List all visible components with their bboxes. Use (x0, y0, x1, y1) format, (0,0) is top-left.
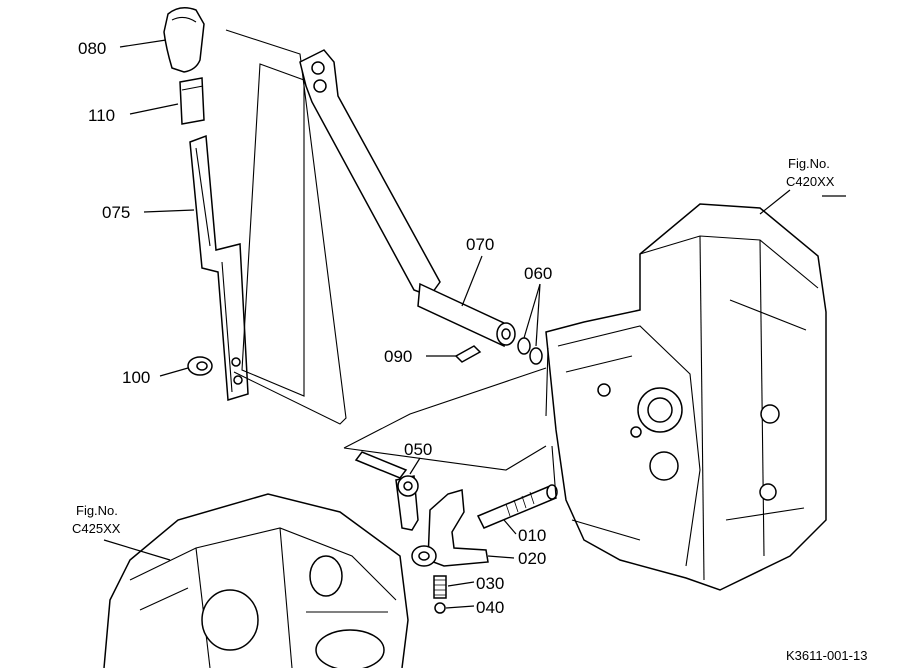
part-label-100: 100 (122, 368, 150, 387)
part-label-090: 090 (384, 347, 412, 366)
leader-lines (103, 39, 846, 609)
part-label-060: 060 (524, 264, 552, 283)
shift-arm-050 (354, 451, 419, 531)
part-label-110: 110 (88, 106, 115, 125)
knob-080 (163, 7, 205, 73)
part-label-040: 040 (476, 598, 504, 617)
collar-100 (187, 356, 213, 376)
fig-ref-c420xx-line2: C420XX (786, 174, 835, 189)
drawing-code: K3611-001-13 (786, 648, 867, 663)
part-label-010: 010 (518, 526, 546, 545)
shift-lever-070 (299, 49, 516, 348)
fig-ref-c420xx-line1: Fig.No. (788, 156, 830, 171)
transmission-case-left (103, 493, 409, 668)
shift-fork-020 (411, 489, 489, 567)
transmission-case-right (545, 203, 827, 591)
fig-ref-c425xx-line1: Fig.No. (76, 503, 118, 518)
part-label-070: 070 (466, 235, 494, 254)
o-rings-060 (517, 337, 543, 365)
fig-ref-c425xx-line2: C425XX (72, 521, 121, 536)
part-label-075: 075 (102, 203, 130, 222)
lever-plate-075 (189, 134, 249, 401)
bracket-outline (225, 29, 347, 425)
sleeve-110 (179, 77, 205, 125)
part-label-030: 030 (476, 574, 504, 593)
pin-090 (454, 345, 482, 363)
spring-030 (433, 575, 447, 599)
fork-rod-010 (476, 484, 558, 529)
part-label-050: 050 (404, 440, 432, 459)
part-label-020: 020 (518, 549, 546, 568)
ball-040 (434, 602, 446, 614)
guide-lines (343, 367, 547, 471)
part-label-080: 080 (78, 39, 106, 58)
